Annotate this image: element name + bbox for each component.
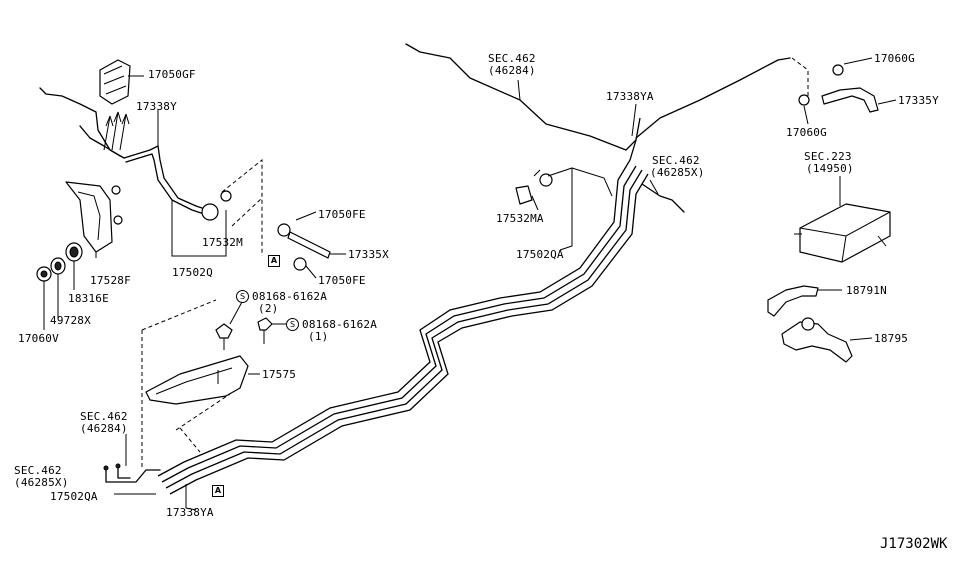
hose-17335y-icon (798, 57, 897, 125)
direction-arrows-icon (103, 111, 130, 151)
label-bolt1-code: 08168-6162A (252, 290, 328, 303)
grommet-49728x-icon (50, 257, 66, 275)
label-sec223-ref: (14950) (806, 162, 854, 175)
label-sec462-d: SEC.462 (652, 154, 700, 167)
hose-18791n-icon (767, 285, 842, 317)
label-17335x: 17335X (348, 248, 389, 261)
label-17528f: 17528F (90, 274, 131, 287)
label-17502q: 17502Q (172, 266, 213, 279)
marker-a-bottom: A (212, 485, 224, 497)
label-sec462-c-ref: (46284) (488, 64, 536, 77)
symbol-s-bolt2: S (286, 318, 299, 331)
symbol-s-bolt1: S (236, 290, 249, 303)
hose-17335x-icon (277, 211, 346, 279)
label-17338ya-top: 17338YA (606, 90, 654, 103)
clip-17060v-icon (36, 266, 52, 282)
grommet-18316e-icon (65, 242, 83, 262)
canister-14950-icon (794, 176, 891, 263)
label-18795: 18795 (874, 332, 909, 345)
part-17528f-icon (65, 181, 123, 253)
label-bolt2-code: 08168-6162A (302, 318, 378, 331)
diagram-reference-code: J17302WK (880, 536, 948, 552)
hose-top-left (39, 87, 125, 159)
label-bolt1-qty: (2) (258, 302, 279, 315)
label-17338ya-bottom: 17338YA (166, 506, 214, 519)
label-17060g-bottom: 17060G (786, 126, 827, 139)
label-17338y: 17338Y (136, 100, 177, 113)
label-17502qa-bottom: 17502QA (50, 490, 98, 503)
label-17060v: 17060V (18, 332, 59, 345)
label-18791n: 18791N (846, 284, 887, 297)
label-17050fe-bottom: 17050FE (318, 274, 366, 287)
label-49728x: 49728X (50, 314, 91, 327)
label-17575: 17575 (262, 368, 297, 381)
label-sec462-a-ref: (46284) (80, 422, 128, 435)
valve-18795-icon (781, 317, 873, 363)
marker-a-top: A (268, 255, 280, 267)
label-17060g-top: 17060G (874, 52, 915, 65)
label-sec462-a: SEC.462 (80, 410, 128, 423)
bolt-08168-icon (215, 301, 286, 350)
hose-17338y (123, 145, 209, 211)
label-17532m: 17532M (202, 236, 243, 249)
label-bolt2-qty: (1) (308, 330, 329, 343)
label-sec462-b-ref: (46285X) (14, 476, 69, 489)
label-17502qa-mid: 17502QA (516, 248, 564, 261)
main-fuel-lines (157, 117, 649, 495)
label-sec462-c: SEC.462 (488, 52, 536, 65)
label-sec462-b: SEC.462 (14, 464, 62, 477)
bracket-17575-icon (145, 355, 260, 405)
label-17335y: 17335Y (898, 94, 939, 107)
label-18316e: 18316E (68, 292, 109, 305)
clip-17532ma-icon (515, 169, 553, 211)
label-sec223: SEC.223 (804, 150, 852, 163)
label-17050gf: 17050GF (148, 68, 196, 81)
label-17050fe-top: 17050FE (318, 208, 366, 221)
label-sec462-d-ref: (46285X) (650, 166, 705, 179)
label-17532ma: 17532MA (496, 212, 544, 225)
part-17050gf-icon (99, 59, 144, 105)
